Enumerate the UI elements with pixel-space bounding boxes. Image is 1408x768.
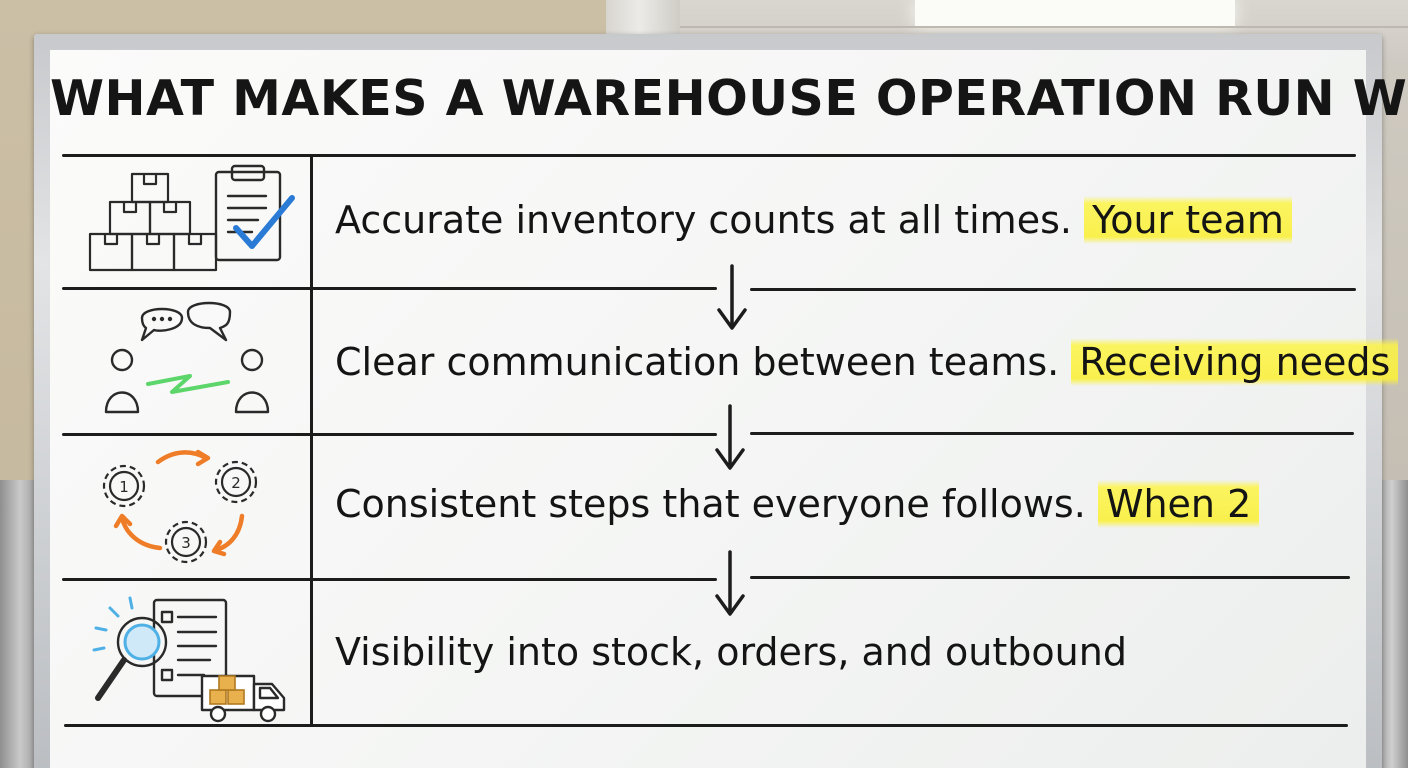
gear-number: 3 — [181, 534, 191, 552]
numbered-gears-cycle-icon: 1 2 3 — [102, 449, 258, 564]
row-4-main: Visibility into stock, orders, and outbo… — [335, 630, 1127, 674]
gear-number: 1 — [119, 478, 129, 496]
row-divider — [750, 576, 1350, 579]
down-arrow-icon — [715, 550, 745, 616]
bottom-line — [64, 724, 1348, 727]
row-3-main: Consistent steps that everyone follows. — [335, 482, 1086, 526]
delivery-truck-icon — [200, 674, 286, 723]
two-people-chat-icon — [104, 301, 270, 414]
board-title: WHAT MAKES A WAREHOUSE OPERATION RUN WEL… — [50, 70, 1408, 127]
board-stand-left — [0, 480, 40, 768]
row-1-main: Accurate inventory counts at all times. — [335, 198, 1072, 242]
title-underline — [62, 154, 1356, 157]
clipboard-checklist-icon — [214, 164, 295, 262]
row-divider — [62, 287, 717, 290]
row-4-text: Visibility into stock, orders, and outbo… — [335, 630, 1127, 674]
magnifier-document-icon — [92, 596, 228, 701]
gear-number: 2 — [231, 474, 241, 492]
ceiling-light — [915, 0, 1235, 26]
row-divider — [750, 288, 1356, 291]
ceiling-grid — [680, 26, 1408, 28]
row-divider — [62, 578, 717, 581]
row-1-text: Accurate inventory counts at all times. … — [335, 196, 1292, 244]
row-divider — [750, 432, 1354, 435]
down-arrow-icon — [717, 264, 747, 330]
row-divider — [62, 433, 717, 436]
row-1-highlight: Your team — [1084, 196, 1292, 244]
column-divider — [310, 156, 313, 726]
row-2-text: Clear communication between teams. Recei… — [335, 338, 1399, 386]
down-arrow-icon — [715, 404, 745, 470]
whiteboard: WHAT MAKES A WAREHOUSE OPERATION RUN WEL… — [50, 50, 1408, 768]
row-3-text: Consistent steps that everyone follows. … — [335, 480, 1260, 528]
row-2-main: Clear communication between teams. — [335, 340, 1060, 384]
row-2-highlight: Receiving needs — [1071, 338, 1399, 386]
row-3-highlight: When 2 — [1097, 480, 1260, 528]
stacked-boxes-icon — [88, 172, 218, 272]
